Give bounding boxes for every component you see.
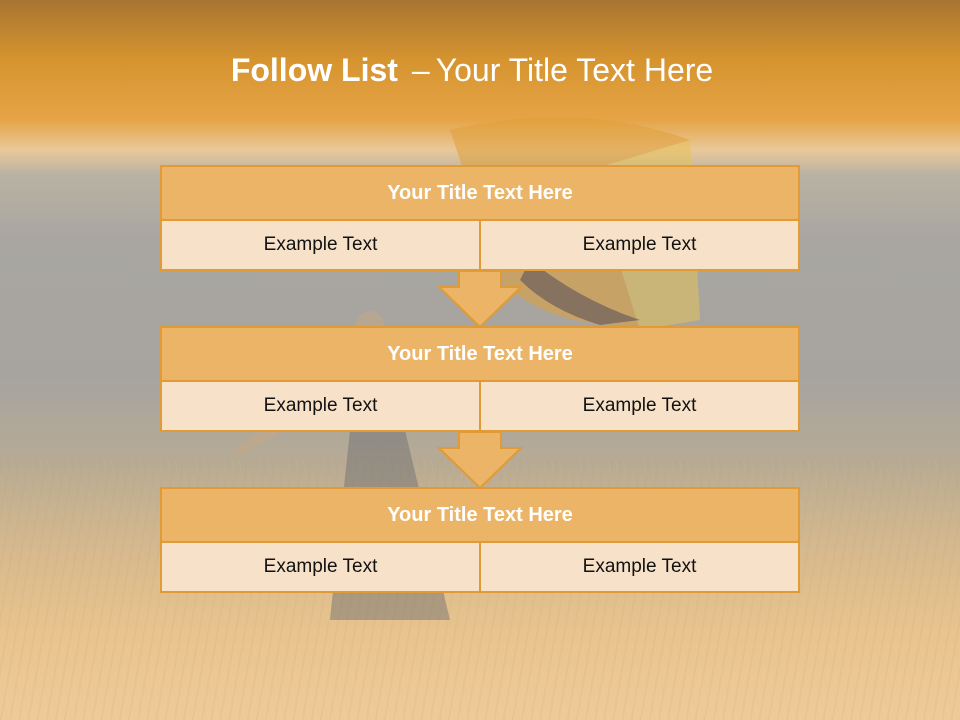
block-row: Example Text Example Text xyxy=(160,382,800,432)
list-block-1: Your Title Text Here Example Text Exampl… xyxy=(160,165,800,271)
block-row: Example Text Example Text xyxy=(160,543,800,593)
block-title[interactable]: Your Title Text Here xyxy=(160,487,800,543)
down-arrow-icon xyxy=(437,270,523,328)
block-cell-right[interactable]: Example Text xyxy=(481,543,800,593)
block-cell-right[interactable]: Example Text xyxy=(481,382,800,432)
slide-title: Follow List–Your Title Text Here xyxy=(0,52,944,89)
slide-title-separator: – xyxy=(411,52,430,88)
block-cell-right[interactable]: Example Text xyxy=(481,221,800,271)
block-title[interactable]: Your Title Text Here xyxy=(160,326,800,382)
slide-title-rest: Your Title Text Here xyxy=(435,52,714,88)
down-arrow-icon xyxy=(437,431,523,489)
block-cell-left[interactable]: Example Text xyxy=(160,221,481,271)
slide-title-bold: Follow List xyxy=(230,52,398,88)
list-block-2: Your Title Text Here Example Text Exampl… xyxy=(160,326,800,432)
block-title[interactable]: Your Title Text Here xyxy=(160,165,800,221)
block-cell-left[interactable]: Example Text xyxy=(160,382,481,432)
list-block-3: Your Title Text Here Example Text Exampl… xyxy=(160,487,800,593)
block-row: Example Text Example Text xyxy=(160,221,800,271)
block-cell-left[interactable]: Example Text xyxy=(160,543,481,593)
